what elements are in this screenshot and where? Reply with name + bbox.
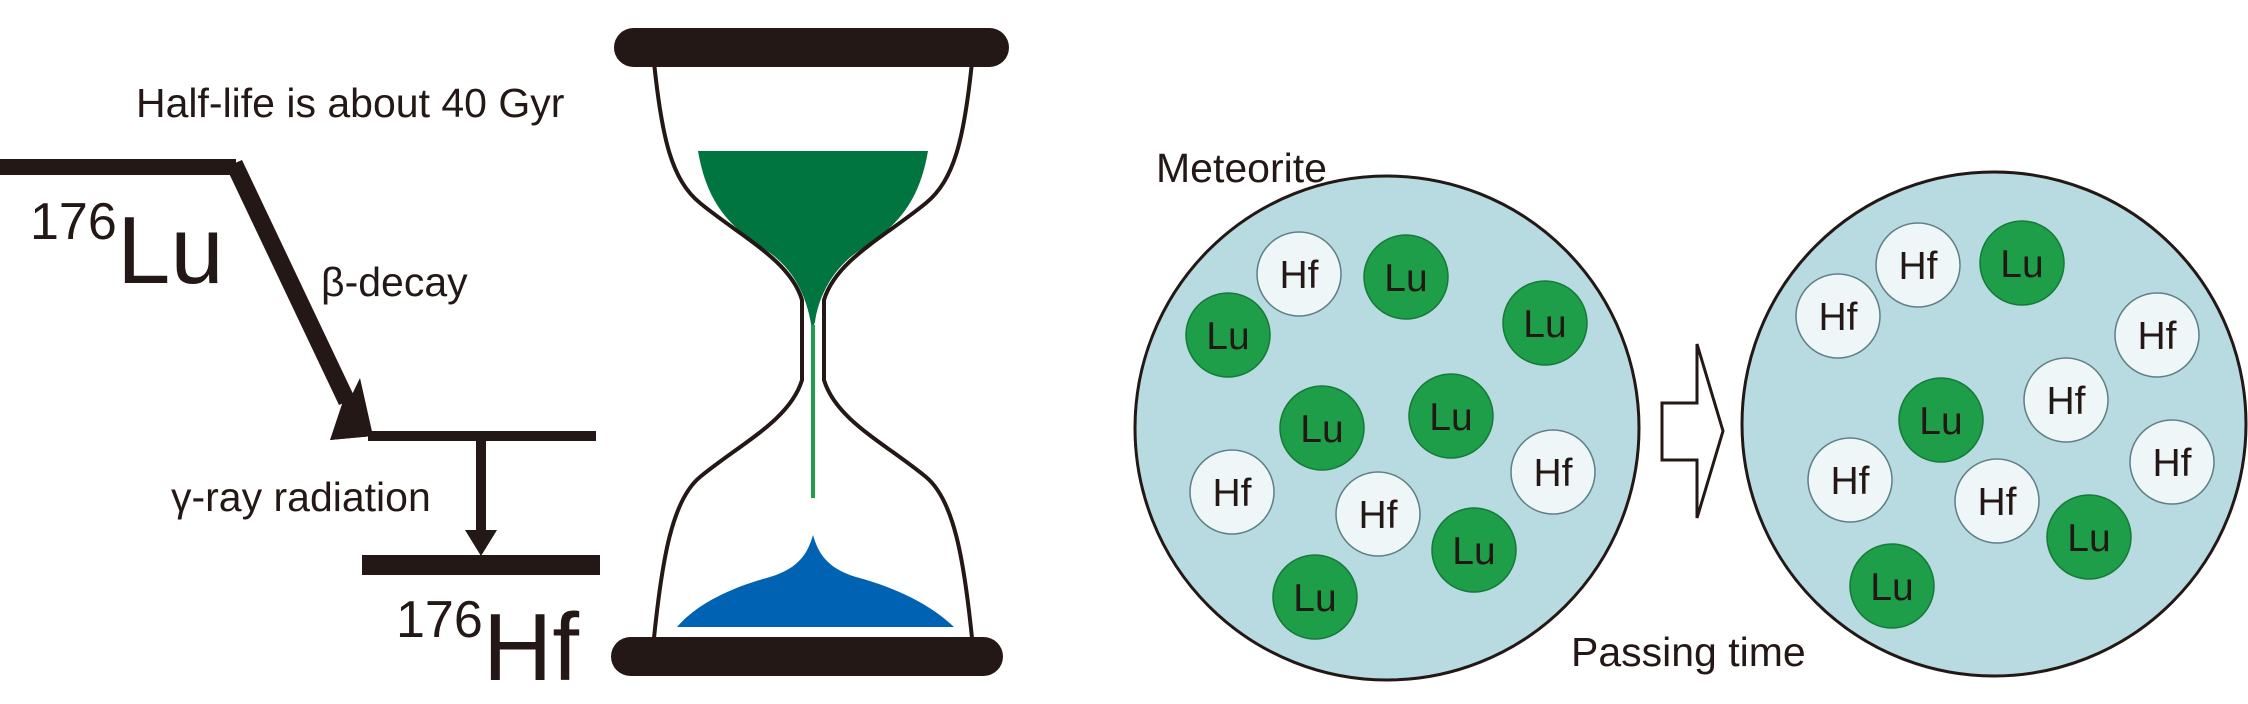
after-hf-atom xyxy=(1807,437,1893,523)
gamma-ray-arrow-shaft xyxy=(476,436,486,542)
after-lu-atom-label: Lu xyxy=(1919,400,1962,443)
after-lu-atom-label: Lu xyxy=(2067,517,2110,560)
before-lu-atom xyxy=(1408,373,1494,459)
before-lu-atom-label: Lu xyxy=(1300,408,1343,451)
after-hf-atom xyxy=(2114,292,2200,378)
before-lu-atom xyxy=(1272,554,1358,640)
after-lu-atom-label: Lu xyxy=(2000,243,2043,286)
before-hf-atom xyxy=(1510,429,1596,515)
before-lu-atom xyxy=(1502,280,1588,366)
hourglass-bottom-cap xyxy=(611,637,1003,676)
after-lu-atom xyxy=(1979,220,2065,306)
before-lu-atom-label: Lu xyxy=(1293,577,1336,620)
hourglass-top-sand xyxy=(698,151,928,330)
lu-energy-level xyxy=(0,159,236,175)
hourglass-bottom-sand xyxy=(677,535,954,627)
after-lu-atom xyxy=(1898,377,1984,463)
after-lu-atom-label: Lu xyxy=(1870,566,1913,609)
before-hf-atom-label: Hf xyxy=(1213,472,1252,515)
hf-symbol: Hf xyxy=(483,594,579,701)
after-hf-atom-label: Hf xyxy=(1819,296,1858,339)
after-hf-atom-label: Hf xyxy=(2153,442,2192,485)
after-hf-atom-label: Hf xyxy=(1978,481,2017,524)
after-hf-atom xyxy=(1954,458,2040,544)
hourglass xyxy=(611,28,1009,676)
after-hf-atom xyxy=(2023,357,2109,443)
before-lu-atom-label: Lu xyxy=(1452,530,1495,573)
hourglass-glass-outline xyxy=(652,61,974,639)
before-lu-atom xyxy=(1431,507,1517,593)
before-lu-atom-label: Lu xyxy=(1384,257,1427,300)
gamma-ray-label: γ-ray radiation xyxy=(171,474,431,520)
after-hf-atom-label: Hf xyxy=(2138,315,2177,358)
before-lu-atom xyxy=(1279,385,1365,471)
hf-ground-energy-level xyxy=(362,555,600,575)
gamma-ray-arrowhead xyxy=(465,530,497,556)
before-lu-atom xyxy=(1185,292,1271,378)
after-hf-atom xyxy=(1795,273,1881,359)
hourglass-sand-stream xyxy=(811,325,815,498)
lu-mass-number: 176 xyxy=(30,193,117,251)
beta-decay-label: β-decay xyxy=(321,259,468,305)
before-hf-atom xyxy=(1256,231,1342,317)
beta-decay-arrow-shaft xyxy=(226,160,355,405)
energy-level-diagram xyxy=(0,159,600,575)
halflife-label: Half-life is about 40 Gyr xyxy=(136,80,565,126)
before-hf-atom-label: Hf xyxy=(1534,452,1573,495)
meteorite-label: Meteorite xyxy=(1156,145,1327,191)
after-lu-atom xyxy=(1849,543,1935,629)
hf-mass-number: 176 xyxy=(396,591,483,649)
passing-time-arrow xyxy=(1660,343,1725,519)
before-hf-atom-label: Hf xyxy=(1359,494,1398,537)
after-hf-atom-label: Hf xyxy=(1899,245,1938,288)
before-lu-atom-label: Lu xyxy=(1429,396,1472,439)
after-hf-atom-label: Hf xyxy=(2047,380,2086,423)
before-hf-atom xyxy=(1335,471,1421,557)
before-lu-atom xyxy=(1363,234,1449,320)
hourglass-top-cap xyxy=(614,28,1009,67)
passing-time-label: Passing time xyxy=(1571,629,1806,675)
lu-symbol: Lu xyxy=(117,197,224,304)
before-hf-atom-label: Hf xyxy=(1280,254,1319,297)
before-lu-atom-label: Lu xyxy=(1523,303,1566,346)
beta-decay-arrowhead-notch xyxy=(330,395,373,440)
after-hf-atom xyxy=(2129,419,2215,505)
before-hf-atom xyxy=(1189,449,1275,535)
after-lu-atom xyxy=(2046,494,2132,580)
after-hf-atom xyxy=(1875,222,1961,308)
before-lu-atom-label: Lu xyxy=(1206,315,1249,358)
after-hf-atom-label: Hf xyxy=(1831,460,1870,503)
